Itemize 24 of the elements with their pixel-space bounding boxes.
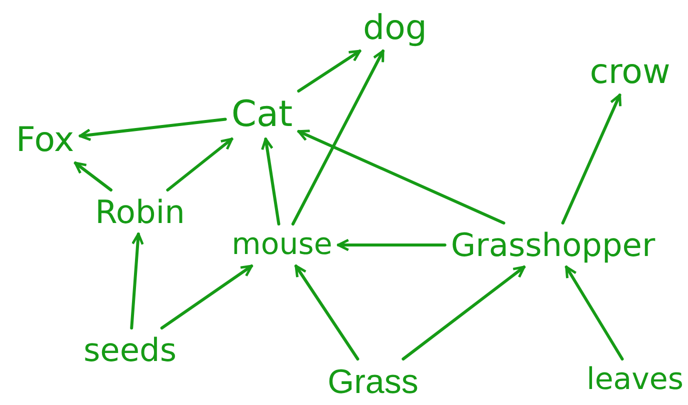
node-label: leaves xyxy=(586,365,684,395)
node-label: seeds xyxy=(83,334,177,366)
node-label: Fox xyxy=(16,123,74,157)
arrow xyxy=(297,50,362,93)
node-label: mouse xyxy=(232,230,332,260)
arrow xyxy=(402,266,526,360)
node-label: Cat xyxy=(231,97,293,133)
arrow xyxy=(78,118,227,142)
node-label: crow xyxy=(590,55,670,89)
arrow xyxy=(261,138,280,226)
node-label: dog xyxy=(363,11,427,45)
arrow xyxy=(561,94,622,224)
arrow xyxy=(74,162,112,192)
node-label: Grass xyxy=(328,365,418,399)
node-label: Grasshopper xyxy=(450,229,656,261)
arrow xyxy=(130,232,144,330)
arrow xyxy=(291,50,385,226)
arrow xyxy=(160,264,254,330)
arrow xyxy=(297,130,506,224)
arrow xyxy=(336,238,446,252)
node-label: Robin xyxy=(95,196,185,228)
arrow xyxy=(294,264,360,360)
arrow xyxy=(166,138,234,192)
arrow xyxy=(564,266,624,360)
